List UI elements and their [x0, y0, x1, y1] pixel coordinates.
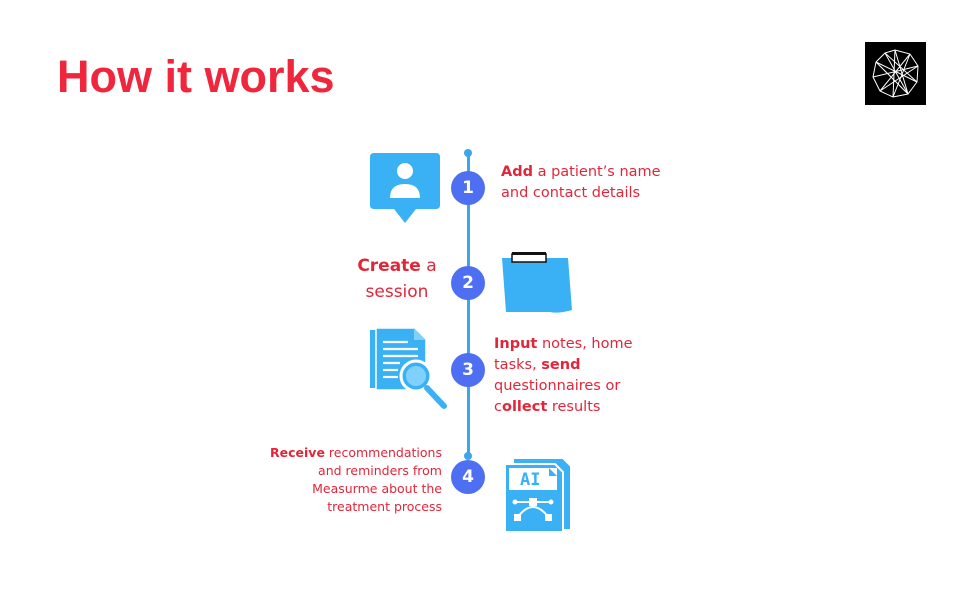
- document-search-icon: [370, 328, 447, 409]
- step-3-text: Input notes, home tasks, send questionna…: [494, 336, 633, 415]
- logo-icon: [865, 42, 926, 105]
- step-2-text: Create a session: [357, 256, 437, 302]
- step-number-4: 4: [451, 460, 485, 494]
- clipboard-note-icon: [502, 252, 572, 313]
- timeline-dot: [464, 452, 472, 460]
- step-number-1: 1: [451, 171, 485, 205]
- step-1-text: Add a patient’s name and contact details: [501, 164, 661, 201]
- timeline-line: [467, 152, 470, 457]
- user-profile-pin-icon: [370, 153, 440, 223]
- step-4-text: Receive recommendations and reminders fr…: [270, 445, 442, 514]
- svg-text:AI: AI: [520, 470, 540, 490]
- step-number-2: 2: [451, 266, 485, 300]
- page-title: How it works: [57, 51, 335, 102]
- timeline-dot: [464, 149, 472, 157]
- step-number-3: 3: [451, 353, 485, 387]
- ai-file-icon: AI: [504, 457, 572, 533]
